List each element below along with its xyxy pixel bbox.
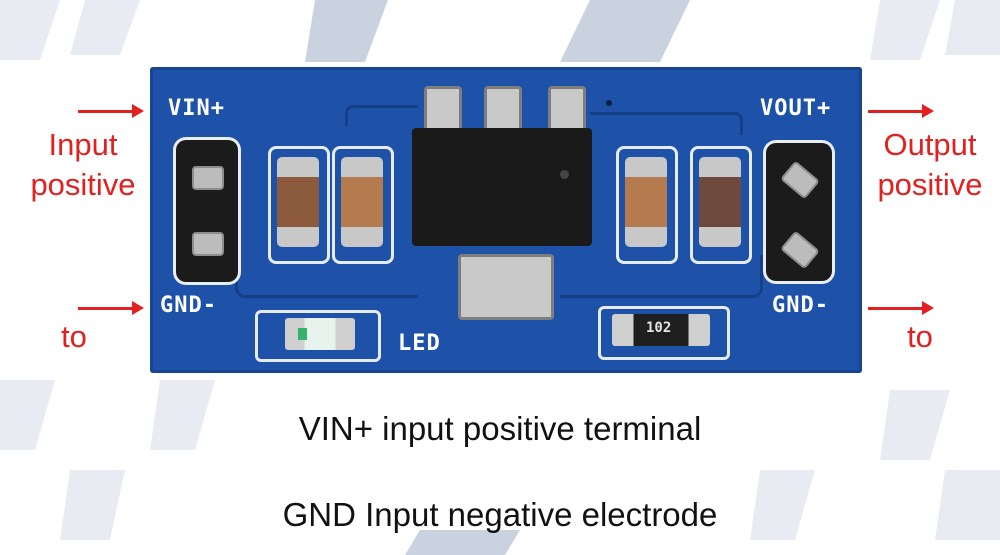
led-polarity-mark [298, 328, 307, 340]
input-positive-callout: Input positive [8, 125, 158, 205]
gnd-input-pad [192, 232, 224, 256]
capacitor [277, 157, 319, 247]
led-label: LED [398, 331, 441, 356]
pcb-trace [345, 105, 418, 126]
arrow-right-icon [868, 301, 934, 315]
arrow-right-icon [78, 301, 144, 315]
led [285, 318, 355, 350]
callout-line: Output [883, 127, 977, 162]
callout-line: positive [877, 167, 983, 202]
ic-pin1-marker [560, 170, 569, 179]
led-footprint [255, 310, 381, 362]
resistor [612, 314, 710, 346]
resistor-footprint [598, 306, 730, 360]
input-to-callout: to [61, 319, 87, 354]
via [606, 100, 612, 106]
vout-label: VOUT+ [760, 96, 832, 121]
caption-vin: VIN+ input positive terminal [298, 410, 702, 447]
capacitor-footprint [616, 146, 678, 264]
capacitor-footprint [268, 146, 330, 264]
arrow-right-icon [868, 104, 934, 118]
resistor-code: 102 [646, 320, 672, 336]
caption-gnd: GND Input negative electrode [282, 496, 718, 533]
callout-line: Input [48, 127, 118, 162]
ic-tab [458, 254, 554, 320]
pcb-trace [590, 112, 743, 135]
pcb-trace [560, 255, 763, 298]
output-to-callout: to [907, 319, 933, 354]
arrow-right-icon [78, 104, 144, 118]
gnd-output-label: GND- [772, 293, 829, 318]
capacitor [699, 157, 741, 247]
capacitor-footprint [690, 146, 752, 264]
vin-label: VIN+ [168, 96, 225, 121]
regulator-ic [412, 128, 592, 246]
capacitor-footprint [332, 146, 394, 264]
output-positive-callout: Output positive [862, 125, 998, 205]
capacitor [341, 157, 383, 247]
capacitor [625, 157, 667, 247]
gnd-input-label: GND- [160, 293, 217, 318]
callout-line: positive [30, 167, 136, 202]
input-header [176, 140, 238, 282]
vin-pad [192, 166, 224, 190]
